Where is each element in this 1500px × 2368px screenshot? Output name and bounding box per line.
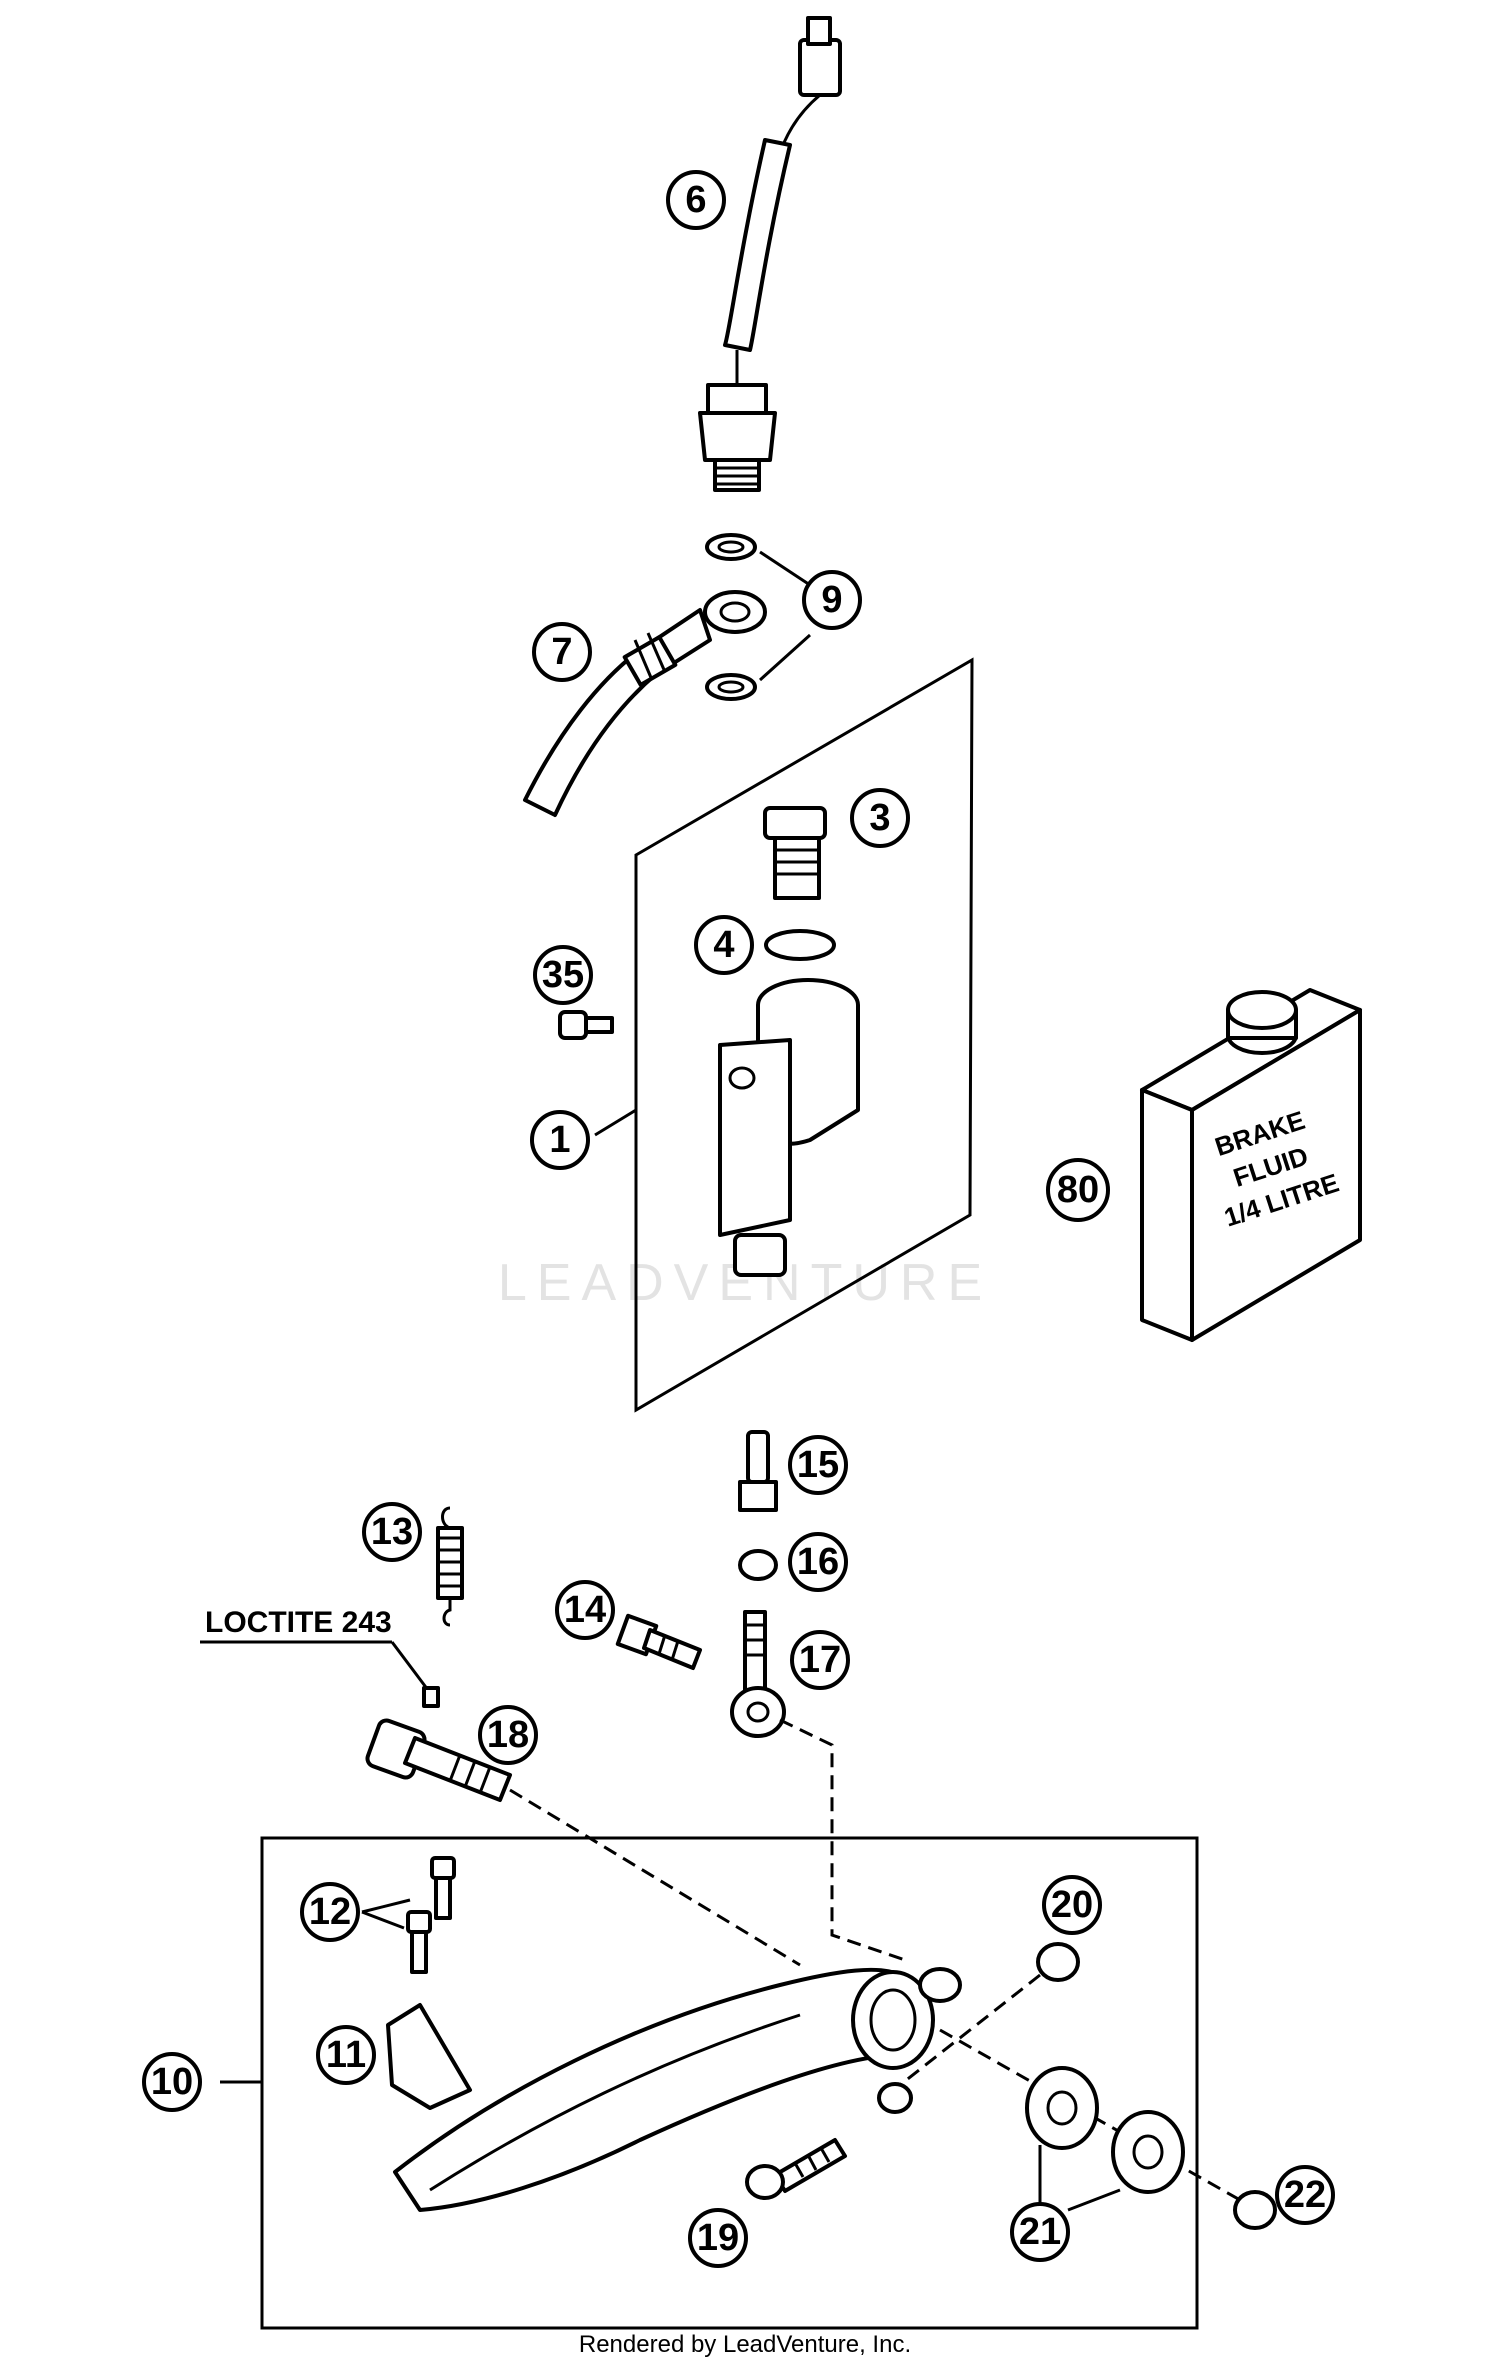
- callout-35: 35: [533, 945, 593, 1005]
- part-22-nut: [1233, 2190, 1277, 2230]
- svg-text:22: 22: [1284, 2174, 1326, 2216]
- part-20-nut: [1036, 1942, 1080, 1982]
- callout-14: 14: [555, 1580, 615, 1640]
- svg-text:19: 19: [697, 2217, 739, 2259]
- svg-text:1: 1: [549, 1119, 570, 1161]
- part-19-bolt: [745, 2138, 847, 2200]
- callout-1: 1: [530, 1110, 590, 1170]
- part-11-step-plate: [386, 2003, 472, 2110]
- callout-9: 9: [802, 570, 862, 630]
- callout-17: 17: [790, 1630, 850, 1690]
- callout-22: 22: [1275, 2165, 1335, 2225]
- callout-3: 3: [850, 788, 910, 848]
- callout-80: 80: [1046, 1158, 1110, 1222]
- svg-text:11: 11: [326, 2034, 366, 2076]
- part-14-bolt: [615, 1613, 702, 1670]
- svg-text:10: 10: [151, 2061, 193, 2103]
- callout-16: 16: [788, 1532, 848, 1592]
- svg-text:13: 13: [371, 1511, 413, 1553]
- callout-15: 15: [788, 1435, 848, 1495]
- part-10-brake-pedal: [393, 1967, 962, 2212]
- svg-text:80: 80: [1057, 1169, 1099, 1211]
- svg-text:6: 6: [685, 179, 706, 221]
- svg-text:4: 4: [713, 924, 734, 966]
- part-15-adjuster: [738, 1430, 778, 1512]
- callout-4: 4: [694, 915, 754, 975]
- part-3-reservoir-cap: [763, 806, 827, 900]
- footer-credit: Rendered by LeadVenture, Inc.: [579, 2331, 911, 2358]
- callout-21: 21: [1010, 2202, 1070, 2262]
- svg-text:17: 17: [799, 1639, 841, 1681]
- callout-12: 12: [300, 1882, 360, 1942]
- part-4-o-ring: [764, 929, 836, 961]
- svg-text:15: 15: [797, 1444, 839, 1486]
- callout-10: 10: [142, 2052, 202, 2112]
- part-12-screws: [361, 1856, 456, 1974]
- part-35-screw: [558, 1010, 614, 1040]
- svg-text:9: 9: [821, 579, 842, 621]
- part-7-brake-hose: [523, 590, 767, 817]
- svg-text:35: 35: [542, 954, 584, 996]
- callout-6: 6: [666, 170, 726, 230]
- callout-20: 20: [1042, 1875, 1102, 1935]
- svg-text:18: 18: [487, 1714, 529, 1756]
- callout-18: 18: [478, 1705, 538, 1765]
- annotation-loctite: LOCTITE 243: [205, 1606, 392, 1639]
- callout-13: 13: [362, 1502, 422, 1562]
- svg-text:21: 21: [1019, 2211, 1061, 2253]
- part-1-master-cylinder: [718, 978, 860, 1277]
- assembly-frame-master-cylinder: [634, 657, 974, 1413]
- part-9-washers: [705, 533, 812, 701]
- svg-text:7: 7: [551, 631, 572, 673]
- part-80-brake-fluid-bottle: BRAKE FLUID 1/4 LITRE: [1140, 988, 1362, 1342]
- part-21-bearings: [1025, 2066, 1185, 2212]
- callout-19: 19: [688, 2208, 748, 2268]
- part-18-pivot-bolt: [365, 1718, 512, 1802]
- svg-text:12: 12: [309, 1891, 351, 1933]
- callout-11: 11: [316, 2025, 376, 2085]
- svg-text:3: 3: [869, 797, 890, 839]
- svg-text:20: 20: [1051, 1884, 1093, 1926]
- part-13-spring: [436, 1506, 464, 1627]
- svg-text:16: 16: [797, 1541, 839, 1583]
- part-17-eye-rod: [730, 1610, 786, 1738]
- callout-7: 7: [532, 622, 592, 682]
- svg-text:14: 14: [564, 1589, 606, 1631]
- part-6-brake-light-switch: [698, 16, 842, 492]
- part-16-nut: [738, 1549, 778, 1581]
